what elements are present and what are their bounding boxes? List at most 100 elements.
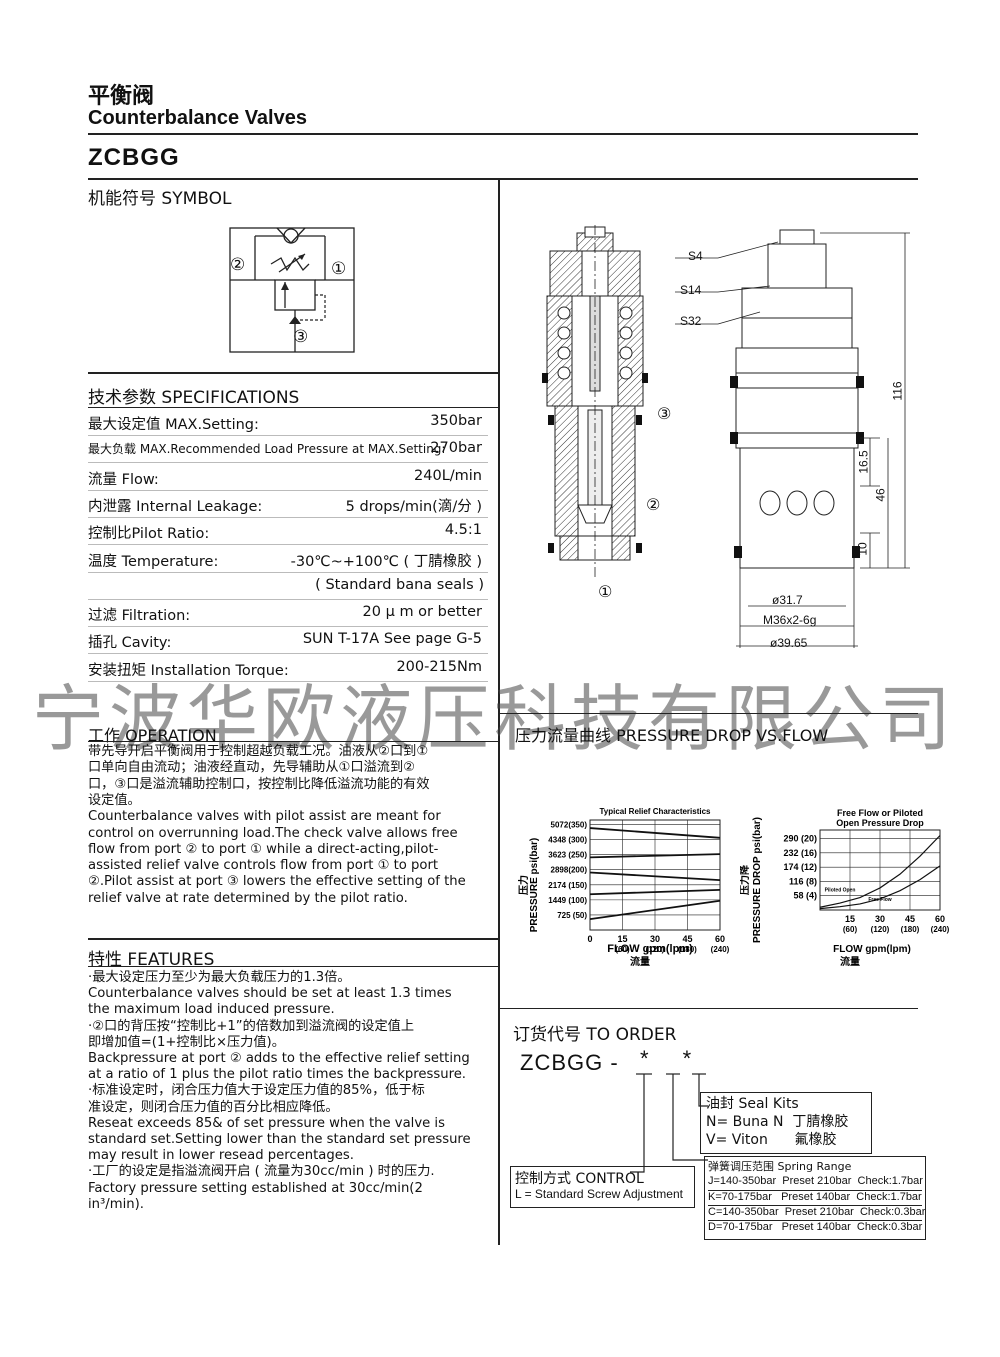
- y-axis-label: PRESSURE psi(bar): [529, 838, 540, 932]
- spring-range-row: K=70-175bar Preset 140bar Check:1.7bar: [708, 1190, 922, 1203]
- y-tick-label: 4348 (300): [548, 836, 587, 845]
- relief-characteristics-chart: 725 (50)1449 (100)2174 (150)2898(200)362…: [517, 807, 730, 968]
- x-axis-label-cn: 流量: [840, 955, 860, 968]
- operation-line: 设定值。: [88, 792, 141, 808]
- symbol-port-1: ①: [331, 259, 347, 278]
- label-s4: S4: [688, 249, 703, 263]
- x-tick-label: 60: [715, 934, 725, 944]
- label-s14: S14: [680, 283, 702, 297]
- spec-label: 控制比Pilot Ratio:: [88, 526, 210, 543]
- y-tick-label: 1449 (100): [548, 896, 587, 905]
- spec-row: 温度 Temperature:-30℃~+100℃ ( 丁腈橡胶 ): [88, 546, 488, 573]
- y-tick-label: 116 (8): [789, 876, 817, 886]
- operation-line: 口单向自由流动；油液经直动，先导辅助从①口溢流到②: [88, 760, 415, 776]
- spec-label: 安装扭矩 Installation Torque:: [88, 662, 289, 679]
- seal-kits-box: [700, 1092, 872, 1154]
- title-en: Counterbalance Valves: [88, 107, 307, 129]
- spec-label: 最大负载 MAX.Recommended Load Pressure at MA…: [88, 442, 446, 457]
- series-line: [819, 865, 941, 910]
- spring-range-row: C=140-350bar Preset 210bar Check:0.3bar: [708, 1205, 926, 1218]
- feature-line: standard set.Setting lower than the stan…: [88, 1132, 471, 1147]
- spec-value: ( Standard bana seals ): [315, 576, 484, 593]
- spec-value: 350bar: [430, 413, 482, 429]
- feature-line: ·②口的背压按“控制比+1”的倍数加到溢流阀的设定值上: [88, 1018, 415, 1034]
- feature-line: the maximum load induced pressure.: [88, 1002, 335, 1018]
- series-line: [589, 871, 721, 882]
- x-tick-label: (120): [871, 925, 890, 934]
- x-tick-label: (120): [646, 945, 665, 954]
- spec-label: 过滤 Filtration:: [88, 608, 191, 625]
- pressure-drop-rule: [500, 713, 918, 714]
- x-axis-label: FLOW gpm(lpm): [607, 943, 693, 955]
- spec-label: 流量 Flow:: [88, 471, 159, 488]
- drawing-port-2: ②: [646, 497, 661, 514]
- y-tick-label: 2898(200): [551, 866, 588, 875]
- order-top-rule: [500, 1008, 918, 1009]
- spec-row: 控制比Pilot Ratio:4.5:1: [88, 518, 488, 546]
- x-tick-label: (240): [711, 945, 730, 954]
- spec-row: 过滤 Filtration: 20 μ m or better: [88, 600, 488, 628]
- order-stars: * *: [640, 1046, 706, 1071]
- operation-line: assisted relief valve controls flow from…: [88, 858, 439, 874]
- operation-line: relief valve at rate determined by the p…: [88, 890, 408, 906]
- chart-title: Open Pressure Drop: [836, 818, 924, 828]
- y-tick-label: 3623 (250): [548, 851, 587, 860]
- spring-range-title: 弹簧调压范围 Spring Range: [708, 1160, 852, 1173]
- x-tick-label: 0: [587, 934, 592, 944]
- feature-line: ·最大设定压力至少为最大负载压力的1.3倍。: [88, 970, 351, 985]
- spec-row: 流量 Flow: 240L/min: [88, 464, 488, 491]
- seal-kits-title: 油封 Seal Kits: [706, 1096, 799, 1112]
- title-cn: 平衡阀: [88, 84, 155, 109]
- watermark: 宁波华欧液压科技有限公司: [32, 677, 957, 761]
- feature-line: may result in lower resead percentages.: [88, 1148, 354, 1164]
- spec-value: 240L/min: [414, 467, 482, 484]
- spec-label: 插孔 Cavity:: [88, 635, 172, 652]
- order-code: ZCBGG -: [520, 1050, 619, 1075]
- dim-10: 10: [855, 542, 870, 556]
- chart-title: Typical Relief Characteristics: [599, 807, 711, 816]
- x-tick-label: 60: [935, 914, 945, 924]
- series-label: Piloted Open: [825, 887, 856, 893]
- symbol-port-2: ②: [230, 255, 246, 274]
- y-tick-label: 290 (20): [783, 834, 817, 844]
- dim-dia-31-7: ø31.7: [772, 593, 803, 607]
- x-tick-label: (180): [901, 925, 920, 934]
- dim-thread: M36x2-6g: [763, 613, 817, 627]
- specs-rule: [88, 407, 498, 408]
- x-tick-label: 45: [905, 914, 915, 924]
- pressure-drop-chart: 58 (4)116 (8)174 (12)232 (16)290 (20)Fre…: [740, 808, 950, 968]
- x-tick-label: (60): [615, 945, 630, 954]
- spec-value: 20 μ m or better: [362, 604, 482, 621]
- y-tick-label: 725 (50): [557, 911, 587, 920]
- specs-heading: 技术参数 SPECIFICATIONS: [88, 388, 300, 408]
- series-line: [589, 853, 721, 859]
- feature-line: Backpressure at port ② adds to the effec…: [88, 1051, 470, 1066]
- model-title: ZCBGG: [88, 144, 180, 171]
- chart-title: Free Flow or Piloted: [837, 808, 923, 818]
- valve-exterior-drawing: [675, 229, 910, 648]
- feature-line: ·标准设定时，闭合压力值大于设定压力值的85%，低于标: [88, 1083, 425, 1099]
- symbol-rule: [88, 372, 498, 374]
- spec-value: 270bar: [430, 440, 482, 457]
- x-tick-label: 30: [875, 914, 885, 924]
- spec-row: 插孔 Cavity:SUN T-17A See page G-5: [88, 627, 488, 655]
- drawing-port-3: ③: [657, 406, 672, 423]
- feature-line: Factory pressure setting established at …: [88, 1180, 423, 1196]
- spec-value: -30℃~+100℃ ( 丁腈橡胶 ): [290, 553, 482, 570]
- spec-row: 最大设定值 MAX.Setting: 350bar: [88, 409, 488, 436]
- spring-range-box: [704, 1156, 926, 1240]
- spec-row: 安装扭矩 Installation Torque: 200-215Nm: [88, 655, 488, 682]
- spec-label: 最大设定值 MAX.Setting:: [88, 417, 259, 433]
- operation-line: 带先导开启平衡阀用于控制超越负载工况。油液从②口到①: [88, 744, 429, 759]
- spec-label: 内泄露 Internal Leakage:: [88, 498, 263, 515]
- operation-line: control on overrunning load.The check va…: [88, 825, 458, 841]
- spec-value: 5 drops/min(滴/分 ): [345, 498, 482, 515]
- symbol-port-3: ③: [293, 327, 309, 346]
- spec-row: 内泄露 Internal Leakage: 5 drops/min(滴/分 ): [88, 491, 488, 518]
- pressure-drop-heading: 压力流量曲线 PRESSURE DROP VS.FLOW: [515, 726, 829, 745]
- y-tick-label: 5072(350): [551, 821, 588, 830]
- y-tick-label: 58 (4): [793, 891, 817, 901]
- valve-cross-section: [542, 225, 648, 580]
- spec-value: 200-215Nm: [396, 658, 482, 675]
- operation-line: Counterbalance valves with pilot assist …: [88, 809, 441, 825]
